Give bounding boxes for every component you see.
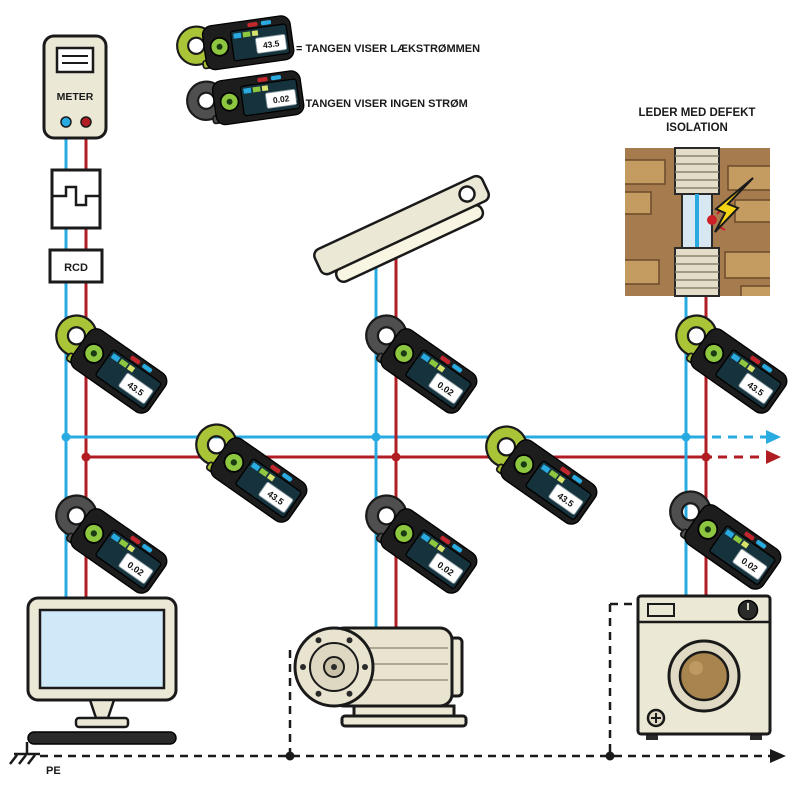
clamp-bus-left: 43.5 (184, 417, 312, 526)
fluorescent-lamp (313, 174, 491, 284)
electricity-meter: METER (42, 34, 108, 140)
detergent-drawer (647, 603, 675, 617)
rcd-label: RCD (64, 262, 88, 274)
defect-label-line1: LEDER MED DEFEKT (639, 107, 756, 119)
keyboard (27, 731, 177, 745)
pe-arrowhead (770, 749, 786, 763)
clamp-washer-branch: 0.02 (658, 484, 786, 593)
legend-clamp-leak: 43.5 (175, 13, 295, 74)
lightning-icon (714, 177, 754, 233)
clamp-motor-branch: 0.02 (354, 488, 482, 597)
earth-ground-symbol (9, 742, 40, 765)
computer-monitor (26, 596, 178, 745)
clamp-feed-lower: 0.02 (44, 488, 172, 597)
clamp-lamp-branch: 0.02 (354, 308, 482, 417)
clamp-feed-upper: 43.5 (44, 308, 172, 417)
defect-label-line2: ISOLATION (666, 122, 728, 134)
legend-clamp-none: 0.02 (185, 68, 305, 129)
rcd-box: RCD (48, 248, 104, 284)
red-arrowhead (766, 450, 781, 464)
clamp-meters: 43.5 0.02 43.5 0.02 0.02 43.5 43.5 0.02 (44, 308, 792, 597)
defect-insulation-figure (625, 147, 770, 297)
pe-label: PE (46, 765, 61, 777)
clamp-bus-right: 43.5 (474, 419, 602, 528)
clamp-defect-branch: 43.5 (664, 308, 792, 417)
lamp-housing (313, 174, 491, 276)
legend-label-none: = TANGEN VISER INGEN STRØM (296, 98, 468, 110)
conduit (674, 147, 726, 297)
fault-spot (707, 215, 717, 225)
fuse-break-symbol (50, 168, 102, 230)
blue-arrowhead (766, 430, 781, 444)
meter-red-terminal (80, 116, 92, 128)
meter-register-display (55, 46, 95, 74)
meter-blue-terminal (60, 116, 72, 128)
washing-machine (636, 594, 772, 740)
svg-text:0.02: 0.02 (272, 93, 290, 105)
electric-motor (293, 626, 468, 728)
svg-text:43.5: 43.5 (262, 38, 280, 50)
meter-label: METER (57, 91, 94, 103)
legend: 43.5 = TANGEN VISER LÆKSTRØMMEN 0.02 = T… (175, 13, 480, 129)
legend-label-leak: = TANGEN VISER LÆKSTRØMMEN (296, 43, 480, 55)
bricks (625, 159, 770, 296)
pe-earth-line: PE (9, 602, 786, 777)
monitor-screen (38, 608, 166, 690)
